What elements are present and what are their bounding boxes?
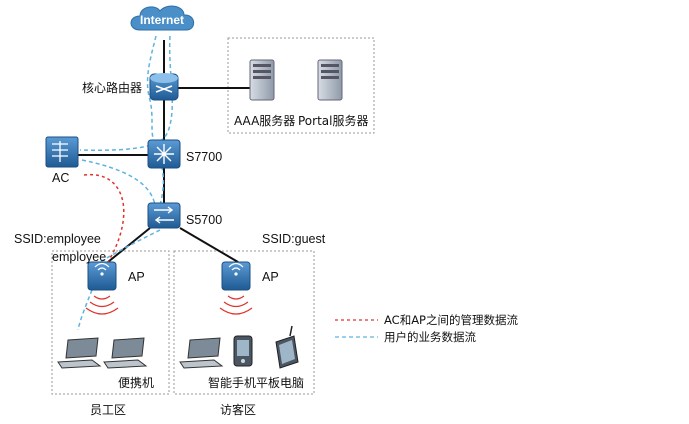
portal-server-icon [317,59,343,101]
s5700-label: S5700 [186,213,223,227]
s7700-label: S7700 [186,150,223,164]
laptop-icon-2 [103,337,148,369]
ssid-employee-label: SSID:employee [14,232,101,246]
mobile-devices-label: 智能手机平板电脑 [208,376,305,390]
s7700-switch-icon [147,139,181,169]
ap-left-icon [85,261,119,315]
user-data-flow [77,35,174,331]
server-zone-box [227,37,375,134]
ssid-guest-label: SSID:guest [262,232,326,246]
links [78,40,250,263]
ac-label: AC [52,171,70,185]
laptop-icon-1 [57,337,102,369]
internet-cloud: Internet [130,5,195,31]
ap-right-icon [219,261,253,315]
s5700-switch-icon [147,202,181,229]
aaa-server-icon [249,59,275,101]
ap-right-label: AP [262,270,279,284]
visitor-zone-label: 访客区 [220,403,257,417]
tablet-icon [275,325,299,369]
aaa-server-label: AAA服务器 [234,114,296,128]
internet-label: Internet [140,13,184,27]
ap-left-label: AP [128,270,145,284]
staff-zone-box [51,250,170,395]
laptop-icon-3 [179,337,224,369]
visitor-zone-box [173,250,315,395]
ssid-employee-sub-label: employee [52,250,107,264]
legend-user-data-label: 用户的业务数据流 [384,330,476,344]
legend-management-label: AC和AP之间的管理数据流 [384,313,518,327]
core-router-label: 核心路由器 [82,81,143,95]
management-flow [83,174,125,263]
laptop-label: 便携机 [118,376,155,390]
portal-server-label: Portal服务器 [298,114,369,128]
core-router-icon [149,73,179,101]
smartphone-icon [233,335,253,367]
ac-controller-icon [45,136,79,168]
staff-zone-label: 员工区 [90,403,127,417]
